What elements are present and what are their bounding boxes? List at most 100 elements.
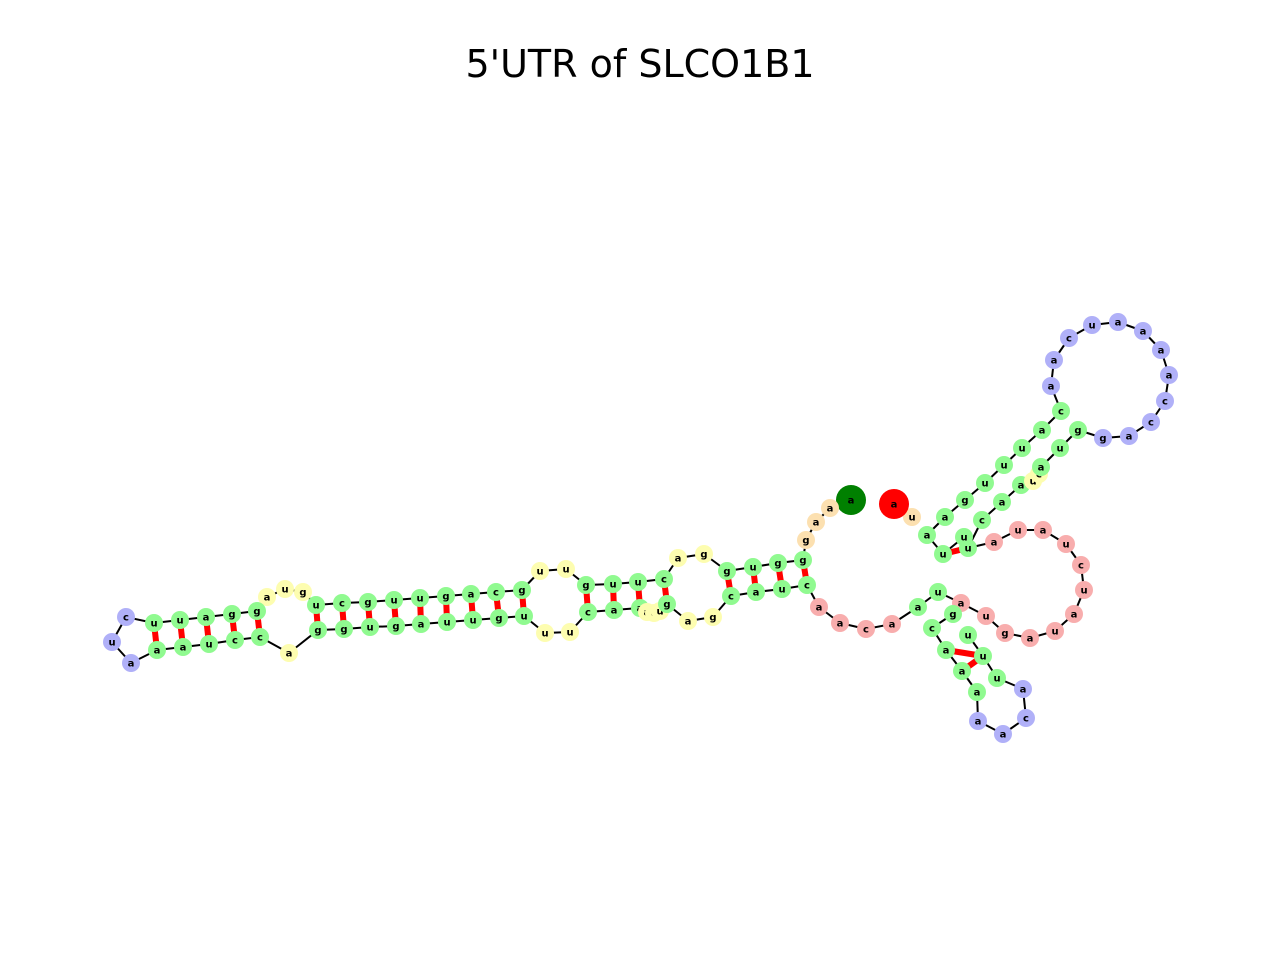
nucleotide-circle <box>462 585 480 603</box>
nucleotide-letter: c <box>1023 714 1029 725</box>
nucleotide-circle <box>629 573 647 591</box>
nucleotide-letter: u <box>281 585 288 596</box>
nucleotide-letter: a <box>1158 346 1165 357</box>
nucleotide-letter: a <box>1071 610 1078 621</box>
nucleotide-letter: a <box>203 613 210 624</box>
nucleotide: c <box>1060 329 1078 347</box>
nucleotide-letter: a <box>1000 730 1007 741</box>
nucleotide: u <box>276 580 294 598</box>
nucleotide: a <box>605 601 623 619</box>
nucleotide: a <box>1120 427 1138 445</box>
nucleotide-circle <box>1060 329 1078 347</box>
nucleotide-circle <box>307 596 325 614</box>
nucleotide-circle <box>769 554 787 572</box>
nucleotide: a <box>937 641 955 659</box>
nucleotide-circle <box>122 654 140 672</box>
nucleotide-circle <box>977 607 995 625</box>
nucleotide: a <box>821 499 839 517</box>
nucleotide-letter: g <box>709 613 716 624</box>
nucleotide-letter: g <box>364 598 371 609</box>
nucleotide: g <box>695 545 713 563</box>
nucleotide-circle <box>1034 521 1052 539</box>
nucleotide-circle <box>1160 366 1178 384</box>
nucleotide: a <box>1032 458 1050 476</box>
nucleotide-circle <box>923 619 941 637</box>
nucleotide: a <box>412 615 430 633</box>
nucleotide-circle <box>1065 605 1083 623</box>
nucleotide: u <box>1013 439 1031 457</box>
nucleotide-letter: c <box>804 581 810 592</box>
nucleotide-circle <box>438 613 456 631</box>
nucleotide-letter: a <box>915 603 922 614</box>
nucleotide: c <box>117 608 135 626</box>
nucleotide-letter: c <box>1078 561 1084 572</box>
nucleotide: a <box>994 725 1012 743</box>
nucleotide-letter: u <box>981 479 988 490</box>
nucleotide-letter: a <box>959 667 966 678</box>
nucleotide: a <box>968 683 986 701</box>
nucleotide: a <box>1134 322 1152 340</box>
nucleotide: g <box>577 576 595 594</box>
nucleotide-letter: a <box>999 498 1006 509</box>
nucleotide-circle <box>794 551 812 569</box>
nucleotide-letter: g <box>961 496 968 507</box>
nucleotide-circle <box>148 641 166 659</box>
nucleotide: u <box>561 623 579 641</box>
nucleotide-circle <box>513 581 531 599</box>
nucleotide-circle <box>918 526 936 544</box>
nucleotide-letter: u <box>541 629 548 640</box>
nucleotide-letter: a <box>685 617 692 628</box>
nucleotide-circle <box>1017 709 1035 727</box>
nucleotide-circle <box>412 615 430 633</box>
nucleotide-circle <box>248 602 266 620</box>
nucleotide-letter: a <box>848 496 855 507</box>
nucleotide-circle <box>361 618 379 636</box>
nucleotide-circle <box>718 562 736 580</box>
nucleotide-letter: a <box>1051 356 1058 367</box>
nucleotide-letter: u <box>1000 461 1007 472</box>
nucleotide-circle <box>1057 535 1075 553</box>
nucleotide: u <box>361 618 379 636</box>
nucleotide-letter: u <box>312 601 319 612</box>
nucleotide-letter: g <box>299 588 306 599</box>
nucleotide-circle <box>197 608 215 626</box>
nucleotide-letter: a <box>611 606 618 617</box>
nucleotide-letter: u <box>150 619 157 630</box>
nucleotide-letter: u <box>520 612 527 623</box>
nucleotide-circle <box>490 609 508 627</box>
nucleotide-letter: c <box>585 608 591 619</box>
nucleotide-circle <box>385 591 403 609</box>
nucleotide: a <box>747 583 765 601</box>
nucleotide: a <box>993 493 1011 511</box>
nucleotide-letter: u <box>1051 627 1058 638</box>
nucleotide-circle <box>437 587 455 605</box>
nucleotide-circle <box>604 575 622 593</box>
nucleotide-letter: g <box>582 581 589 592</box>
nucleotide-letter: u <box>934 588 941 599</box>
nucleotide: g <box>437 587 455 605</box>
nucleotide: u <box>438 613 456 631</box>
nucleotide-letter: a <box>924 531 931 542</box>
nucleotide: g <box>797 531 815 549</box>
nucleotide-letter: a <box>154 646 161 657</box>
nucleotide: c <box>798 576 816 594</box>
nucleotide: a <box>1034 521 1052 539</box>
nucleotide: u <box>1009 521 1027 539</box>
nucleotide-circle <box>655 570 673 588</box>
nucleotide-letter: a <box>816 603 823 614</box>
nucleotide-circle <box>836 485 866 515</box>
nucleotide: a <box>1033 421 1051 439</box>
nucleotide-letter: a <box>1018 481 1025 492</box>
nucleotide: u <box>515 607 533 625</box>
nucleotide-circle <box>1094 429 1112 447</box>
nucleotide-circle <box>1032 458 1050 476</box>
nucleotide-letter: a <box>128 659 135 670</box>
nucleotide: c <box>251 628 269 646</box>
nucleotide-letter: u <box>749 563 756 574</box>
nucleotide-letter: c <box>929 624 935 635</box>
nucleotide-circle <box>359 593 377 611</box>
nucleotide: a <box>883 615 901 633</box>
nucleotide-circle <box>993 493 1011 511</box>
nucleotide-letter: u <box>1080 586 1087 597</box>
nucleotide: u <box>929 583 947 601</box>
